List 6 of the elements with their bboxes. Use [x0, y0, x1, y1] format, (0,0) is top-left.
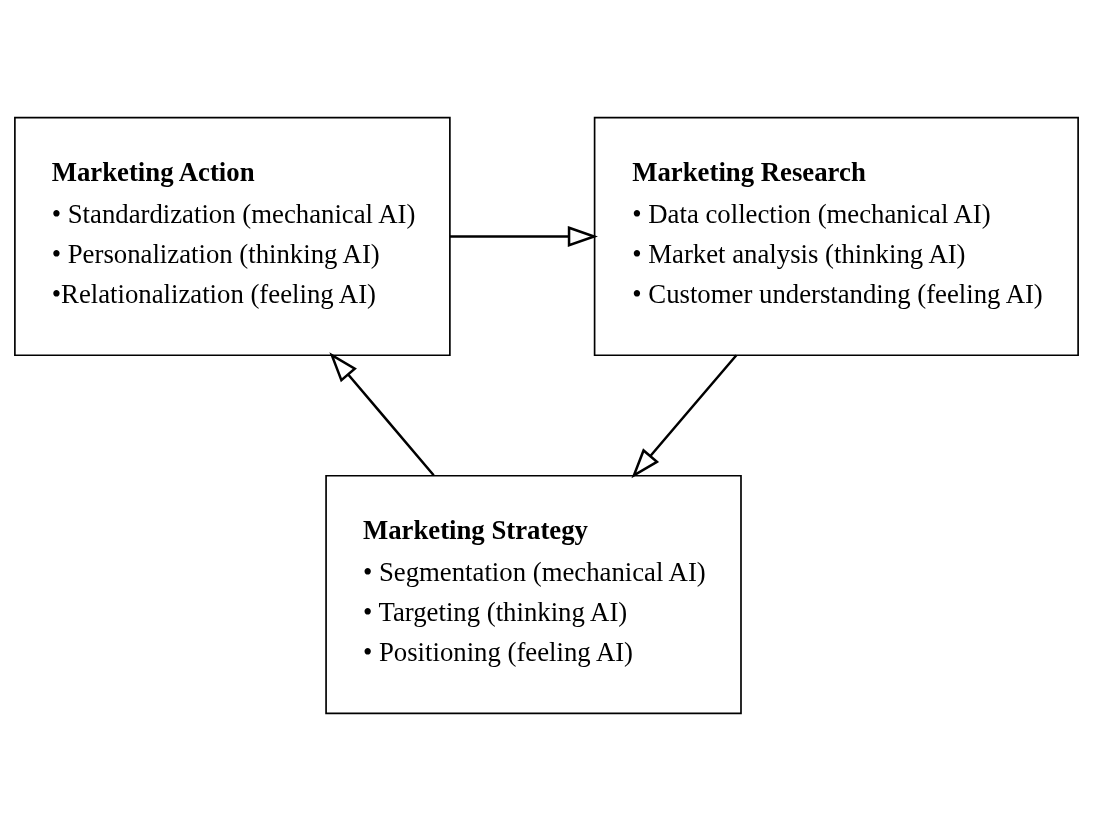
arrow	[450, 225, 598, 248]
arrow	[631, 354, 738, 479]
node-box: Marketing Research • Data collection (mechanical AI) • Market analysis (thinking AI) • Customer understanding (feeling AI)	[593, 116, 1079, 357]
arrow	[329, 352, 435, 477]
node-box: Marketing Strategy • Segmentation (mechanical AI) • Targeting (thinking AI) • Positioning (feeling AI)	[325, 474, 742, 715]
node-box: Marketing Action • Standardization (mechanical AI) • Personalization (thinking AI) •Relationalization (feeling AI)	[14, 116, 451, 357]
